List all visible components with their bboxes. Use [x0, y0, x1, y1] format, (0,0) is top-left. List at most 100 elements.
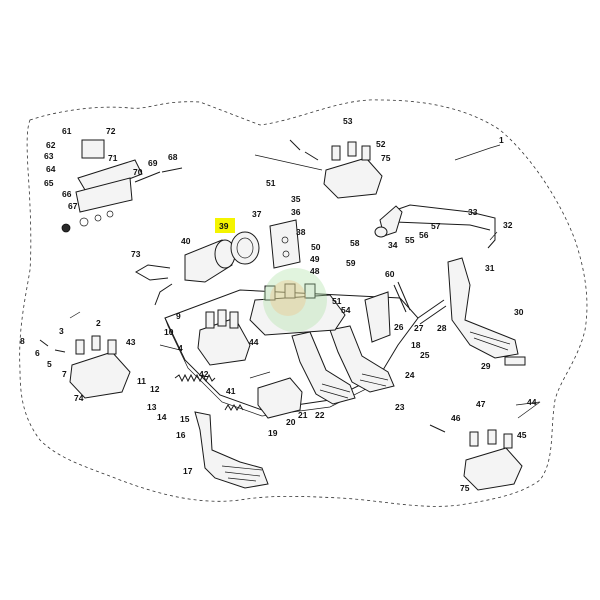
callout-31: 31 — [485, 263, 495, 273]
callout-5: 5 — [47, 359, 52, 369]
callout-53: 53 — [343, 116, 353, 126]
callout-18: 18 — [411, 340, 421, 350]
callout-44b: 44 — [527, 397, 537, 407]
callout-26: 26 — [394, 322, 404, 332]
callout-30: 30 — [514, 307, 524, 317]
lever-rod-33-edge — [394, 221, 491, 231]
callout-50: 50 — [311, 242, 321, 252]
callout-68: 68 — [168, 152, 178, 162]
callout-63: 63 — [44, 151, 54, 161]
motor-assembly — [135, 231, 260, 306]
callout-75b: 75 — [460, 483, 470, 493]
callout-61: 61 — [62, 126, 72, 136]
callout-36: 36 — [291, 207, 301, 217]
callout-51: 51 — [266, 178, 276, 188]
callout-48: 48 — [310, 266, 320, 276]
callout-20: 20 — [286, 417, 296, 427]
callout-47: 47 — [476, 399, 486, 409]
lever-rod-33 — [389, 204, 496, 249]
callout-71: 71 — [108, 153, 118, 163]
callout-7: 7 — [62, 369, 67, 379]
callout-74: 74 — [74, 393, 84, 403]
valve-block-75-bottom — [429, 424, 523, 491]
callout-40: 40 — [181, 236, 191, 246]
callout-3: 3 — [59, 326, 64, 336]
callout-60: 60 — [385, 269, 395, 279]
callout-8: 8 — [20, 336, 25, 346]
callout-39-highlight — [215, 218, 235, 233]
callout-58: 58 — [350, 238, 360, 248]
valve-block-75-top — [289, 139, 383, 199]
callout-42: 42 — [199, 369, 209, 379]
callout-labels: 1 2 3 4 5 6 7 8 9 10 11 12 13 14 15 16 1… — [20, 116, 537, 493]
callout-19: 19 — [268, 428, 278, 438]
callout-41: 41 — [226, 386, 236, 396]
base-plate-edge — [164, 317, 383, 417]
callout-35: 35 — [291, 194, 301, 204]
spring-41 — [224, 404, 244, 411]
callout-12: 12 — [150, 384, 160, 394]
callout-62: 62 — [46, 140, 56, 150]
callout-52: 52 — [376, 139, 386, 149]
callout-17: 17 — [183, 466, 193, 476]
pedal-assembly-center — [257, 325, 395, 419]
callout-70: 70 — [133, 167, 143, 177]
center-control-block — [249, 283, 346, 336]
callout-21: 21 — [298, 410, 308, 420]
callout-66: 66 — [62, 189, 72, 199]
valve-block-44 — [197, 309, 251, 366]
callout-65: 65 — [44, 178, 54, 188]
callout-64: 64 — [46, 164, 56, 174]
actuator-71 — [61, 139, 183, 233]
pedal-lever-30 — [447, 257, 526, 366]
callout-28: 28 — [437, 323, 447, 333]
callout-49: 49 — [310, 254, 320, 264]
callout-75: 75 — [381, 153, 391, 163]
leader-lines — [69, 144, 541, 419]
callout-46: 46 — [451, 413, 461, 423]
callout-44: 44 — [249, 337, 259, 347]
watermark-logo — [263, 268, 327, 332]
bracket-26 — [364, 281, 411, 343]
callout-43: 43 — [126, 337, 136, 347]
callout-2: 2 — [96, 318, 101, 328]
callout-73: 73 — [131, 249, 141, 259]
spring-42 — [174, 373, 216, 383]
callout-69: 69 — [148, 158, 158, 168]
callout-72: 72 — [106, 126, 116, 136]
callout-16: 16 — [176, 430, 186, 440]
pedal-lever-17 — [194, 411, 269, 489]
callout-39: 39 — [219, 221, 229, 231]
callout-10: 10 — [164, 327, 174, 337]
callout-22: 22 — [315, 410, 325, 420]
callout-13: 13 — [147, 402, 157, 412]
cylinder-28 — [417, 299, 447, 325]
bracket-38 — [269, 219, 301, 269]
callout-29: 29 — [481, 361, 491, 371]
callout-67: 67 — [68, 201, 78, 211]
callout-9: 9 — [176, 311, 181, 321]
callout-59: 59 — [346, 258, 356, 268]
callout-56: 56 — [419, 230, 429, 240]
callout-38: 38 — [296, 227, 306, 237]
callout-32: 32 — [503, 220, 513, 230]
callout-54: 54 — [341, 305, 351, 315]
watermark-logo-inner — [270, 280, 306, 316]
callout-57: 57 — [431, 221, 441, 231]
callout-15: 15 — [180, 414, 190, 424]
callout-24: 24 — [405, 370, 415, 380]
callout-6: 6 — [35, 348, 40, 358]
callout-51b: 51 — [332, 296, 342, 306]
callout-45: 45 — [517, 430, 527, 440]
callout-27: 27 — [414, 323, 424, 333]
callout-33: 33 — [468, 207, 478, 217]
callout-34: 34 — [388, 240, 398, 250]
valve-block-74 — [39, 335, 131, 399]
assembly-outline — [19, 99, 588, 507]
callout-55: 55 — [405, 235, 415, 245]
callout-1: 1 — [499, 135, 504, 145]
callout-4: 4 — [178, 343, 183, 353]
callout-11: 11 — [137, 376, 146, 386]
callout-37: 37 — [252, 209, 262, 219]
